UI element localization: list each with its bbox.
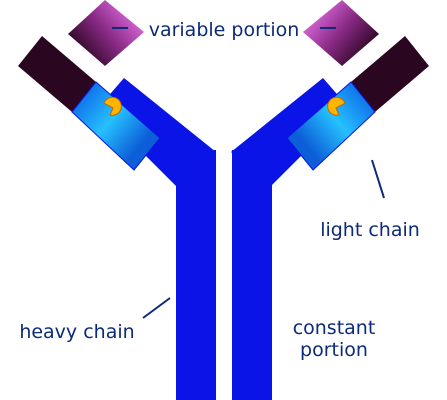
heavy-chain-stem-left [176, 150, 216, 400]
heavy-chain-stem-right [232, 150, 272, 400]
heavy-variable-region-left [68, 0, 144, 66]
label-heavy-chain: heavy chain [19, 321, 134, 343]
label-constant-line2: portion [300, 339, 368, 361]
antigen-binding-site-icon [103, 96, 122, 116]
label-variable-portion: variable portion [149, 19, 300, 41]
heavy-variable-region-right [303, 0, 379, 66]
light-variable-region-right [351, 36, 429, 112]
heavy-chain-arm-left [98, 78, 216, 186]
label-light-chain: light chain [320, 219, 420, 241]
light-chain-constant-left [71, 81, 161, 171]
heavy-chain-arm-right [231, 78, 349, 186]
light-variable-region-left [18, 36, 96, 112]
light-chain-leader [371, 159, 385, 199]
label-constant-line1: constant [293, 317, 376, 339]
antigen-binding-site-icon [327, 96, 346, 116]
heavy-chain-leader [142, 297, 171, 319]
light-chain-constant-right [286, 81, 376, 171]
